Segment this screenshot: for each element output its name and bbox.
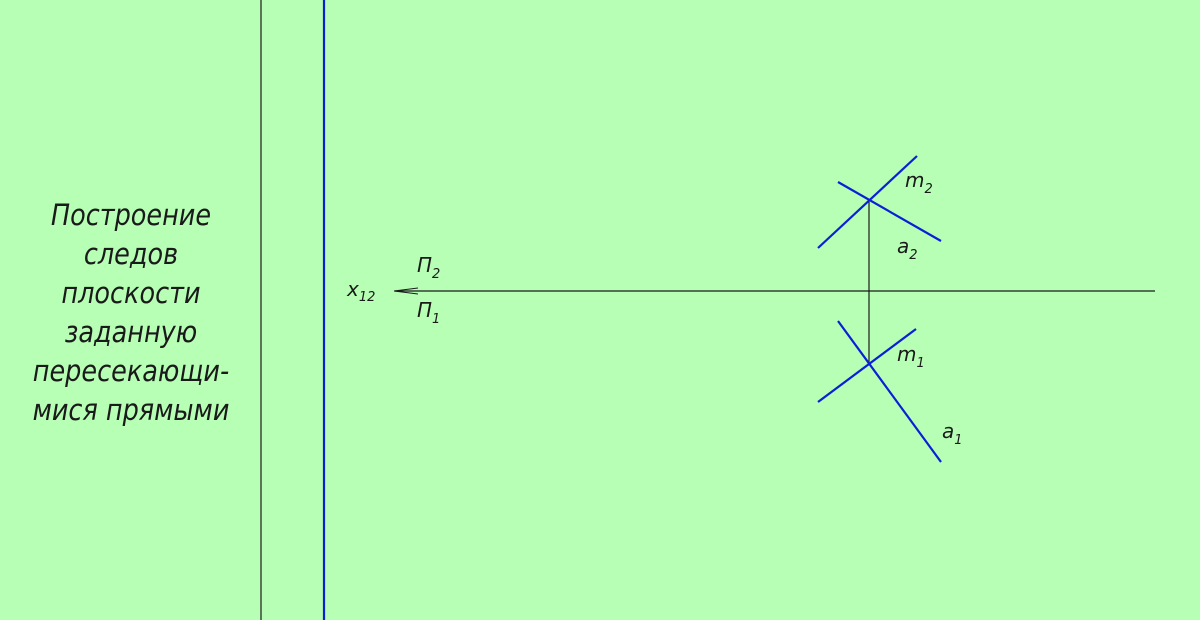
label-subscript: 2 — [432, 267, 440, 282]
label-subscript: 2 — [924, 182, 932, 197]
title-line: следов — [83, 237, 179, 271]
label-a2: a2 — [897, 234, 918, 263]
axis-arrow-icon — [393, 287, 419, 295]
line-m1 — [817, 328, 917, 403]
title-line: Построение — [50, 198, 212, 232]
line-a1 — [837, 320, 942, 463]
label-base: П — [417, 298, 432, 322]
label-base: a — [897, 234, 909, 258]
label-base: x — [346, 277, 359, 301]
label-subscript: 1 — [954, 433, 962, 448]
label-base: a — [942, 419, 954, 443]
label-base: m — [897, 342, 916, 366]
label-base: П — [417, 253, 432, 277]
label-axis-x12: x12 — [346, 277, 375, 305]
line-m2 — [817, 155, 918, 249]
line-a2 — [837, 181, 942, 242]
label-m1: m1 — [897, 342, 925, 371]
label-m2: m2 — [905, 168, 933, 197]
title-line: пересекающи- — [32, 354, 230, 388]
title-line: плоскости — [61, 276, 201, 310]
drawing-title: Построение следов плоскости заданную пер… — [16, 196, 247, 430]
label-subscript: 1 — [916, 356, 924, 371]
label-plane-p1: П1 — [417, 298, 440, 327]
title-line: мися прямыми — [32, 393, 230, 427]
label-a1: a1 — [942, 419, 963, 448]
label-subscript: 1 — [432, 312, 440, 327]
title-line: заданную — [64, 315, 198, 349]
label-plane-p2: П2 — [417, 253, 440, 282]
label-subscript: 12 — [359, 290, 376, 305]
label-subscript: 2 — [909, 248, 917, 263]
label-base: m — [905, 168, 924, 192]
